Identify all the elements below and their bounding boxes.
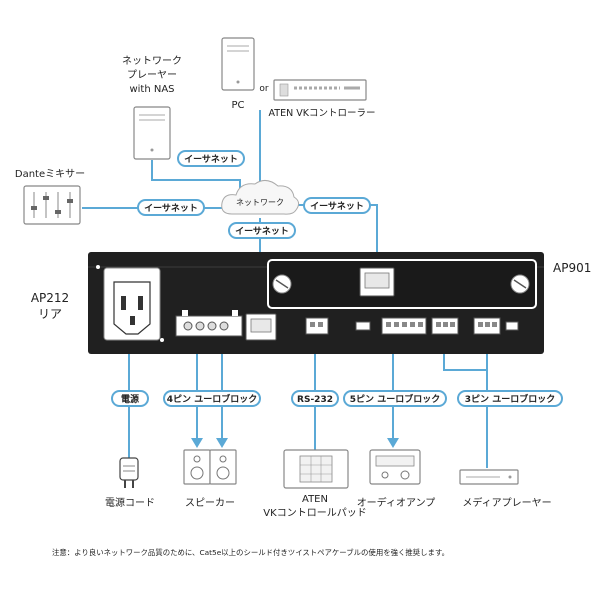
ethernet-pill-down: イーサネット	[228, 222, 296, 239]
ethernet-pill-right-text: イーサネット	[310, 201, 364, 212]
audio-amp-label: オーディオアンプ	[357, 496, 436, 509]
network-cloud-icon	[221, 180, 300, 215]
power-plug-icon	[119, 457, 139, 488]
or-label: or	[259, 84, 269, 94]
status-led	[355, 321, 371, 331]
network-player-icon	[133, 106, 171, 160]
ethernet-pill-top: イーサネット	[177, 150, 245, 167]
ap901-label: AP901	[553, 261, 591, 275]
euro3-pill-text: 3ピン ユーロブロック	[465, 393, 555, 405]
power-inlet	[96, 265, 164, 342]
ethernet-pill-top-text: イーサネット	[184, 154, 238, 165]
euro-block-4pin	[175, 310, 243, 337]
ap212-lan-port	[245, 313, 277, 341]
speaker-label: スピーカー	[185, 497, 235, 509]
euro5-pill-text: 5ピン ユーロブロック	[350, 393, 440, 405]
vk-pad-label-line2: VKコントロールパッド	[263, 507, 366, 519]
media-player-icon	[459, 469, 519, 485]
network-player-label-line1: ネットワーク	[122, 55, 182, 67]
network-player-label-line3: with NAS	[129, 84, 174, 95]
network-label: ネットワーク	[236, 198, 284, 207]
ap901-card	[267, 259, 537, 309]
euro-block-3pin-b	[473, 317, 501, 335]
arrowhead-speaker-right	[216, 438, 228, 448]
ethernet-pill-down-text: イーサネット	[235, 226, 289, 237]
euro-block-3pin-a	[431, 317, 459, 335]
ethernet-pill-right: イーサネット	[303, 197, 371, 214]
arrowhead-amp	[387, 438, 399, 448]
pc-label: PC	[231, 100, 244, 111]
status-led-2	[505, 321, 519, 331]
audio-amp-icon	[369, 449, 421, 485]
vk-pad-label-line1: ATEN	[302, 494, 328, 505]
vk-control-pad-icon	[283, 449, 349, 489]
rs232-pill: RS-232	[291, 390, 339, 407]
euro4-pill: 4ピン ユーロブロック	[163, 390, 261, 407]
rs232-port	[305, 317, 329, 335]
media-player-label: メディアプレーヤー	[462, 496, 551, 509]
euro3-pill: 3ピン ユーロブロック	[457, 390, 563, 407]
arrowhead-speaker-left	[191, 438, 203, 448]
ethernet-pill-left: イーサネット	[137, 199, 205, 216]
pc-icon	[221, 37, 255, 91]
euro-block-5pin	[381, 317, 427, 335]
network-player-label-line2: プレーヤー	[127, 69, 177, 81]
ap212-label-line2: リア	[38, 307, 62, 321]
speaker-right-icon	[209, 449, 237, 485]
power-pill-text: 電源	[121, 393, 139, 405]
rs232-pill-text: RS-232	[297, 395, 333, 405]
vk-controller-label: ATEN VKコントローラー	[269, 108, 376, 119]
power-cord-label: 電源コード	[105, 496, 155, 509]
euro4-pill-text: 4ピン ユーロブロック	[167, 393, 257, 405]
speaker-left-icon	[183, 449, 211, 485]
ethernet-pill-left-text: イーサネット	[144, 203, 198, 214]
dante-mixer-label: Danteミキサー	[15, 168, 85, 180]
cable-recommendation-note: 注意：より良いネットワーク品質のために、Cat5e以上のシールド付きツイストペア…	[52, 548, 449, 557]
ap212-label-line1: AP212	[31, 291, 69, 305]
euro5-pill: 5ピン ユーロブロック	[343, 390, 447, 407]
vk-controller-icon	[273, 79, 367, 101]
dante-mixer-icon	[23, 185, 81, 225]
power-pill: 電源	[111, 390, 149, 407]
